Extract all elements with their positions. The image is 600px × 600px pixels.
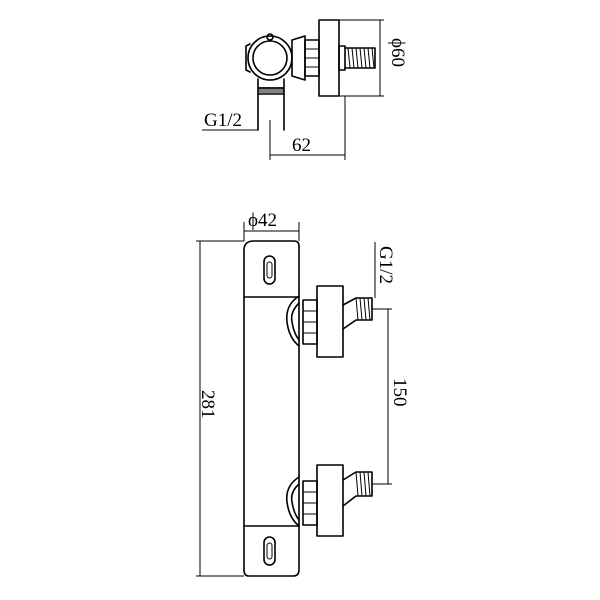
top-view-offset-dimension: 62 bbox=[269, 96, 346, 160]
inlet-thread-label: G1/2 bbox=[375, 246, 396, 284]
top-view: ϕ60 G1/2 62 bbox=[202, 19, 408, 160]
inlet-spacing-label: 150 bbox=[389, 378, 410, 407]
top-view-thread-label: G1/2 bbox=[204, 110, 242, 131]
inlet-spacing-dimension: 150 bbox=[372, 308, 410, 485]
top-view-side-connector bbox=[291, 19, 376, 97]
top-view-valve-ring bbox=[245, 33, 293, 81]
top-handle-slot-icon bbox=[263, 255, 276, 285]
top-view-down-thread bbox=[257, 78, 285, 131]
body-length-label: 281 bbox=[197, 390, 218, 419]
upper-inlet-connector bbox=[285, 285, 373, 358]
bottom-handle-slot-icon bbox=[263, 536, 276, 566]
body-diameter-label: ϕ42 bbox=[248, 210, 277, 231]
top-view-diameter-label: ϕ60 bbox=[387, 38, 408, 67]
front-view: ϕ42 G1/2 150 281 bbox=[196, 210, 410, 577]
top-view-diameter-dimension: ϕ60 bbox=[339, 19, 408, 97]
top-view-thread-dimension: G1/2 bbox=[202, 110, 258, 131]
top-view-offset-label: 62 bbox=[292, 135, 311, 156]
body-diameter-dimension: ϕ42 bbox=[243, 210, 300, 241]
inlet-thread-dimension: G1/2 bbox=[374, 242, 396, 298]
valve-body bbox=[243, 240, 300, 577]
body-length-dimension: 281 bbox=[196, 240, 244, 577]
